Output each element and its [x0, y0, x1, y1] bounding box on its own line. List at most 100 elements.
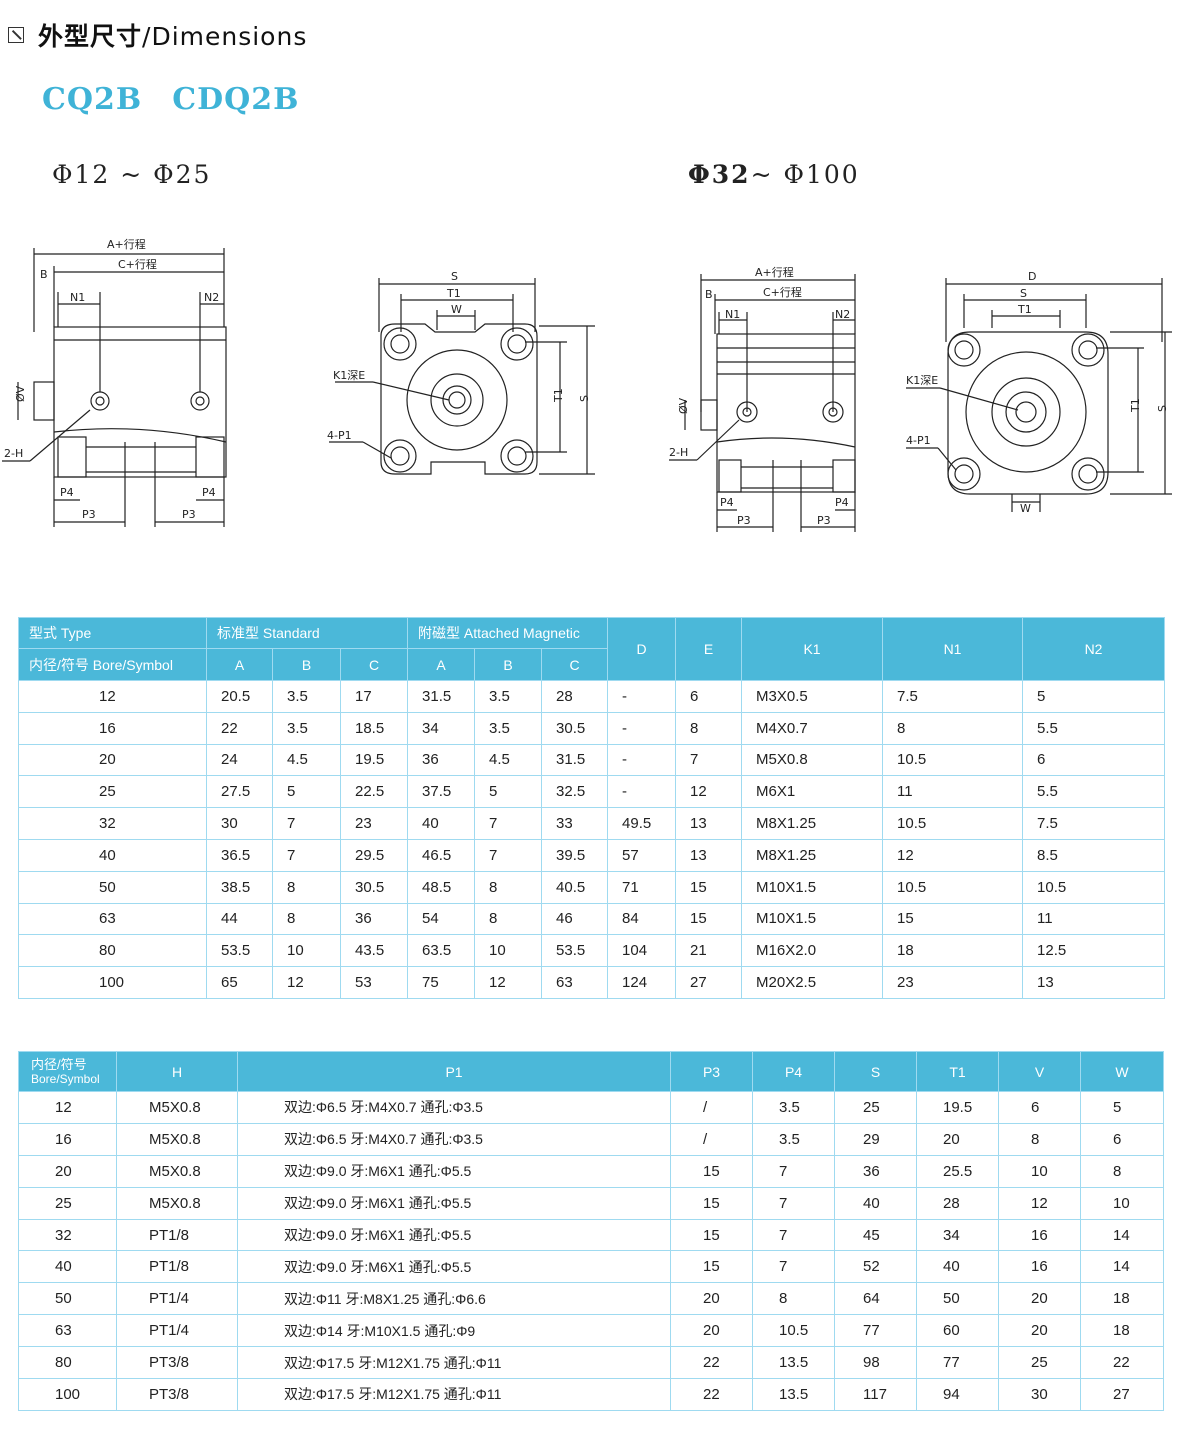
header-e: E	[675, 617, 743, 681]
table-cell: 3.5	[752, 1122, 835, 1156]
table-cell: 7	[272, 807, 341, 840]
table-cell: 25	[18, 775, 207, 809]
table-cell: 22	[1080, 1346, 1164, 1380]
table-cell: 8	[998, 1122, 1081, 1156]
table-cell: 12	[998, 1186, 1081, 1220]
table-cell: 28	[916, 1186, 999, 1220]
table-cell: 46	[541, 902, 609, 936]
table-cell: 7	[272, 838, 341, 872]
table-cell: 20	[670, 1282, 753, 1316]
dimensions-table-1: 型式 Type 标准型 Standard 附磁型 Attached Magnet…	[18, 617, 1166, 999]
table-cell: 77	[916, 1346, 999, 1380]
table-cell: 45	[834, 1218, 917, 1252]
table-cell: 双边:Φ11 牙:M8X1.25 通孔:Φ6.6	[237, 1282, 671, 1316]
header-p4: P4	[752, 1051, 835, 1092]
label-s-side-large: S	[1156, 405, 1169, 412]
table-cell: 8	[675, 711, 743, 745]
label-phi-v-large: ØV	[677, 397, 690, 414]
table-cell: 36	[339, 902, 409, 936]
table-cell: 10	[998, 1154, 1081, 1188]
table-cell: 7	[474, 807, 543, 840]
table-cell: 75	[407, 966, 476, 999]
label-p3-right-large: P3	[817, 514, 831, 527]
table-cell: 28	[541, 680, 609, 713]
table-cell: 27.5	[206, 775, 273, 809]
table-cell: 3.5	[474, 711, 543, 745]
table-cell: 8	[474, 870, 543, 904]
table-cell: 30.5	[339, 870, 409, 904]
label-a-stroke: A+行程	[107, 238, 146, 251]
table-cell: 16	[18, 1122, 117, 1156]
table-cell: 7	[752, 1218, 835, 1252]
table-cell: 100	[18, 1378, 117, 1411]
table-cell: 10	[474, 934, 543, 968]
label-n1: N1	[70, 291, 85, 304]
table-cell: 18	[1080, 1282, 1164, 1316]
header-std-b: B	[272, 648, 341, 681]
table-cell: 57	[607, 838, 677, 872]
table-cell: 34	[407, 711, 476, 745]
header-bore-symbol: 内径/符号 Bore/Symbol	[18, 648, 207, 681]
table-cell: 15	[675, 870, 743, 904]
table-cell: 14	[1080, 1250, 1164, 1284]
table-cell: M16X2.0	[741, 934, 884, 968]
table-cell: 10.5	[752, 1314, 835, 1348]
label-n2-large: N2	[835, 308, 850, 321]
table-cell: 13.5	[752, 1378, 835, 1411]
label-p3-left-large: P3	[737, 514, 751, 527]
table-cell: 19.5	[916, 1091, 999, 1124]
header-h: H	[116, 1051, 238, 1092]
table-cell: M4X0.7	[741, 711, 884, 745]
table-cell: 双边:Φ6.5 牙:M4X0.7 通孔:Φ3.5	[237, 1122, 671, 1156]
header-n2: N2	[1022, 617, 1166, 681]
table-cell: 54	[407, 902, 476, 936]
table-cell: 7.5	[882, 680, 1024, 713]
label-p4-right: P4	[202, 486, 216, 499]
table-cell: 60	[916, 1314, 999, 1348]
table-cell: PT1/4	[116, 1314, 238, 1348]
front-view-small-drawing: S T1 W K1深E 4-P1 T1 S	[327, 270, 595, 475]
table-cell: 29.5	[339, 838, 409, 872]
table-cell: -	[607, 775, 677, 809]
table-cell: 32.5	[541, 775, 609, 809]
table-cell: 10	[1080, 1186, 1164, 1220]
table-cell: M8X1.25	[741, 838, 884, 872]
table-cell: 65	[206, 966, 273, 999]
table-cell: /	[670, 1091, 753, 1124]
table-cell: M8X1.25	[741, 807, 884, 840]
table-cell: 8	[1080, 1154, 1164, 1188]
table-cell: 39.5	[541, 838, 609, 872]
label-phi-v: ØV	[14, 385, 27, 402]
table-cell: -	[607, 743, 677, 777]
bore-range-small: Φ12 ~ Φ25	[52, 160, 212, 189]
table-cell: 124	[607, 966, 677, 999]
table-cell: 双边:Φ9.0 牙:M6X1 通孔:Φ5.5	[237, 1250, 671, 1284]
table-cell: 5.5	[1022, 711, 1166, 745]
table-cell: 8	[882, 711, 1024, 745]
label-p4-right-large: P4	[835, 496, 849, 509]
header-bore-symbol-2: 内径/符号 Bore/Symbol	[18, 1051, 117, 1092]
table-cell: 20	[998, 1282, 1081, 1316]
table-cell: 5.5	[1022, 775, 1166, 809]
table-cell: 43.5	[339, 934, 409, 968]
table-cell: PT1/8	[116, 1250, 238, 1284]
table-cell: 12	[18, 680, 207, 713]
table-cell: 8	[272, 870, 341, 904]
table-cell: 30.5	[541, 711, 609, 745]
table-cell: 15	[670, 1154, 753, 1188]
table-cell: 双边:Φ14 牙:M10X1.5 通孔:Φ9	[237, 1314, 671, 1348]
table-cell: 37.5	[407, 775, 476, 809]
table-cell: 36	[407, 743, 476, 777]
table-cell: 25	[834, 1091, 917, 1124]
table-cell: 8.5	[1022, 838, 1166, 872]
header-p1: P1	[237, 1051, 671, 1092]
table-cell: 22.5	[339, 775, 409, 809]
table-cell: 49.5	[607, 807, 677, 840]
label-s-top: S	[451, 270, 458, 283]
